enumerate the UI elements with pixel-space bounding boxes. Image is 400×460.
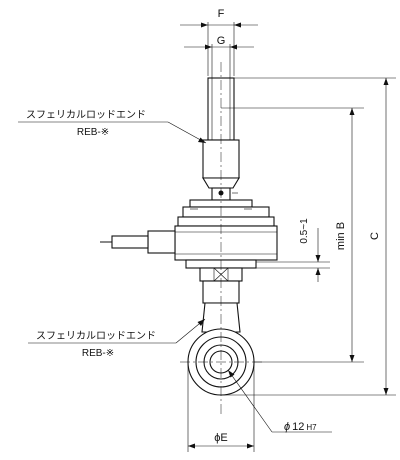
- dim-g-label: G: [217, 35, 226, 47]
- dim-bore-tolerance: H7: [306, 423, 317, 432]
- cable-connector: [100, 230, 176, 254]
- upper-part-code: REB-※: [77, 127, 109, 138]
- dimension-min-b: min B: [221, 107, 364, 363]
- dim-e-label: ϕE: [214, 432, 228, 444]
- dimension-e: ϕE: [187, 362, 255, 452]
- center-lines: [180, 62, 262, 414]
- leader-lower-part: スフェリカルロッドエンド REB-※: [28, 318, 206, 359]
- dimension-g: G: [184, 35, 254, 78]
- lower-part-code: REB-※: [82, 348, 114, 359]
- dimension-gap: 0.5~1: [242, 218, 330, 282]
- dim-f-label: F: [218, 8, 225, 20]
- lower-part-name: スフェリカルロッドエンド: [36, 330, 156, 342]
- dim-c-label: C: [369, 232, 381, 240]
- dimension-f: F: [180, 8, 258, 76]
- dim-bore-symbol: ϕ: [284, 421, 290, 433]
- leader-upper-part: スフェリカルロッドエンド REB-※: [18, 109, 207, 144]
- dim-min-b-label: min B: [335, 222, 347, 250]
- upper-part-name: スフェリカルロッドエンド: [26, 109, 146, 121]
- dimension-c: C: [221, 77, 396, 396]
- load-cell-body: [174, 199, 278, 269]
- dim-gap-label: 0.5~1: [299, 218, 310, 244]
- dim-bore-value: 12: [292, 421, 304, 433]
